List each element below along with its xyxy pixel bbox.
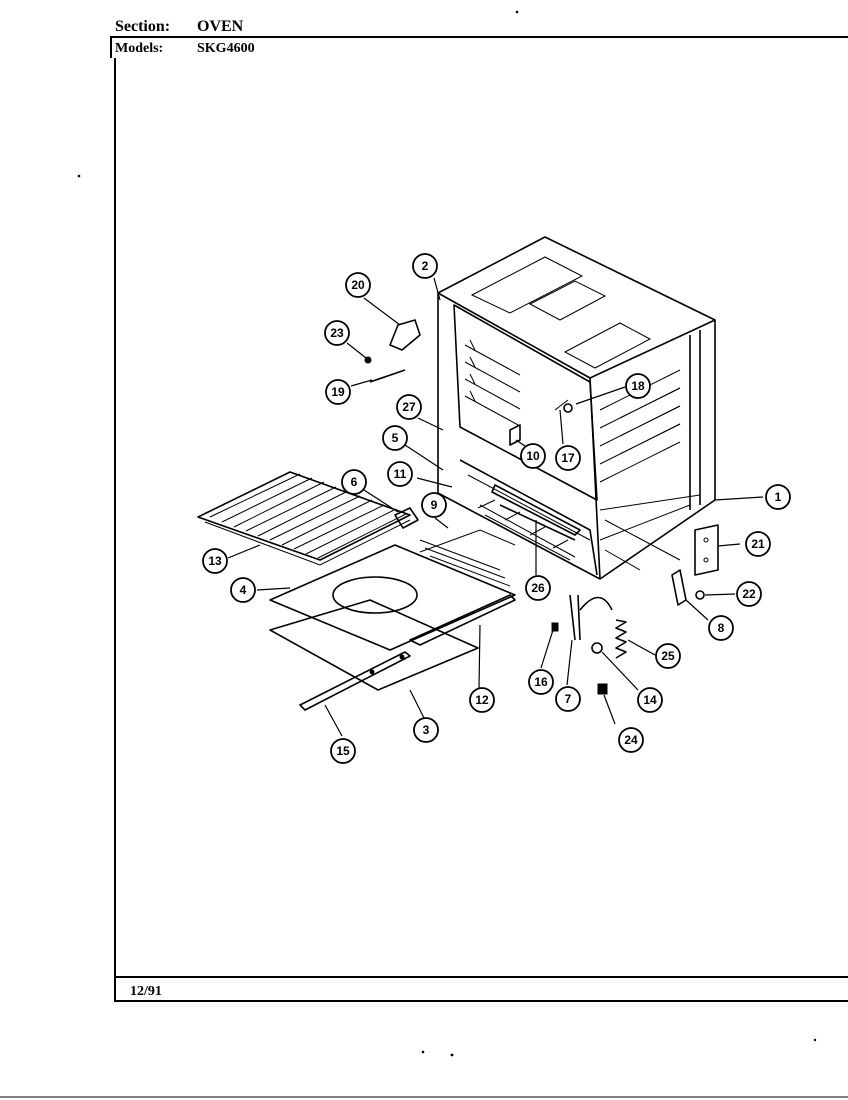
callout-25: 25 <box>655 643 681 669</box>
svg-text:17: 17 <box>561 451 575 465</box>
callout-2: 2 <box>412 253 438 279</box>
svg-text:15: 15 <box>336 744 350 758</box>
svg-text:1: 1 <box>775 490 782 504</box>
small-parts <box>364 319 719 695</box>
footer-bottom-rule <box>114 1000 848 1002</box>
svg-text:7: 7 <box>565 692 572 706</box>
callout-18: 18 <box>625 373 651 399</box>
callout-6: 6 <box>341 469 367 495</box>
svg-text:19: 19 <box>331 385 345 399</box>
svg-text:27: 27 <box>402 400 416 414</box>
svg-text:8: 8 <box>718 621 725 635</box>
svg-text:5: 5 <box>392 431 399 445</box>
callout-1: 1 <box>765 484 791 510</box>
section-label: Section: <box>115 18 171 35</box>
callout-20: 20 <box>345 272 371 298</box>
svg-text:11: 11 <box>394 467 407 481</box>
footer-date: 12/91 <box>130 984 162 999</box>
callout-13: 13 <box>202 548 228 574</box>
svg-text:22: 22 <box>742 587 756 601</box>
svg-text:4: 4 <box>240 583 247 597</box>
svg-text:16: 16 <box>534 675 548 689</box>
callout-22: 22 <box>736 581 762 607</box>
svg-text:9: 9 <box>431 498 438 512</box>
oven-rack <box>197 471 411 566</box>
svg-text:21: 21 <box>751 537 765 551</box>
header-top-rule <box>110 36 848 38</box>
callout-23: 23 <box>324 320 350 346</box>
callout-9: 9 <box>421 492 447 518</box>
oven-bottom <box>269 529 516 651</box>
models-label: Models: <box>115 41 164 56</box>
svg-text:12: 12 <box>475 693 489 707</box>
svg-text:26: 26 <box>531 581 545 595</box>
svg-text:10: 10 <box>526 449 540 463</box>
callout-15: 15 <box>330 738 356 764</box>
callout-7: 7 <box>555 686 581 712</box>
svg-text:23: 23 <box>330 326 344 340</box>
callout-19: 19 <box>325 379 351 405</box>
svg-text:14: 14 <box>643 693 657 707</box>
callout-8: 8 <box>708 615 734 641</box>
callout-27: 27 <box>396 394 422 420</box>
frame-left-rule <box>110 36 112 58</box>
callout-26: 26 <box>525 575 551 601</box>
callout-5: 5 <box>382 425 408 451</box>
callout-14: 14 <box>637 687 663 713</box>
callout-17: 17 <box>555 445 581 471</box>
models-value: SKG4600 <box>197 41 255 56</box>
section-value: OVEN <box>197 18 244 35</box>
leader-lines <box>227 277 764 737</box>
broiler-panel <box>269 599 479 711</box>
callout-11: 11 <box>387 461 413 487</box>
scan-specks <box>0 10 848 1098</box>
svg-text:20: 20 <box>351 278 365 292</box>
svg-text:6: 6 <box>351 475 358 489</box>
svg-text:13: 13 <box>208 554 222 568</box>
oven-cavity <box>437 236 716 580</box>
svg-text:24: 24 <box>624 733 638 747</box>
callout-21: 21 <box>745 531 771 557</box>
callout-10: 10 <box>520 443 546 469</box>
frame-left-rule-body <box>114 58 116 1002</box>
callout-24: 24 <box>618 727 644 753</box>
svg-text:2: 2 <box>422 259 429 273</box>
callout-4: 4 <box>230 577 256 603</box>
svg-text:3: 3 <box>423 723 430 737</box>
footer-top-rule <box>114 976 848 978</box>
callout-12: 12 <box>469 687 495 713</box>
callout-3: 3 <box>413 717 439 743</box>
svg-text:18: 18 <box>631 379 645 393</box>
callout-16: 16 <box>528 669 554 695</box>
svg-text:25: 25 <box>661 649 675 663</box>
